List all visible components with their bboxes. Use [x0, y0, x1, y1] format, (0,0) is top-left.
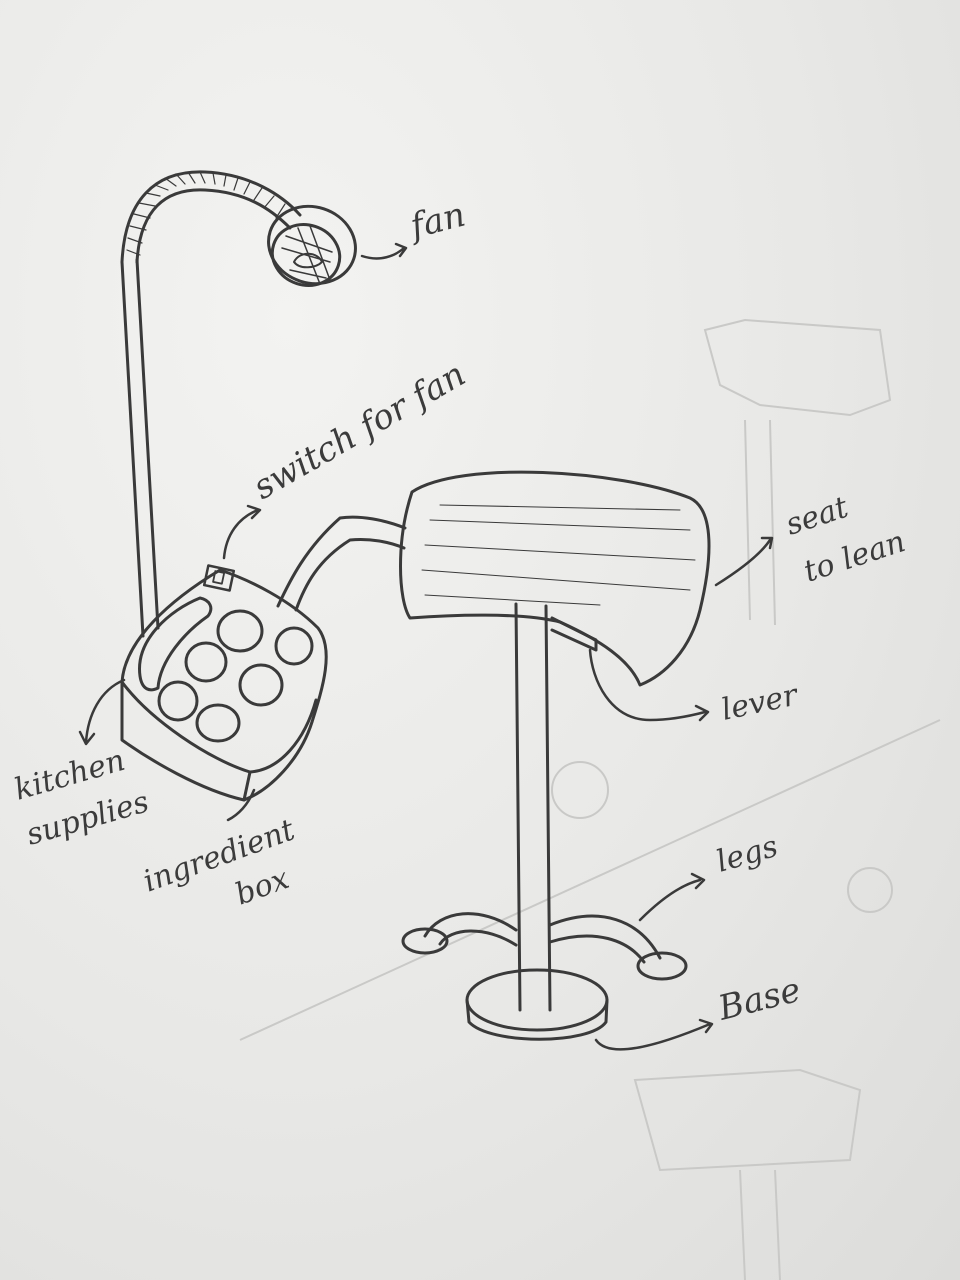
- label-legs: legs: [713, 829, 782, 880]
- box-arm: [278, 517, 405, 610]
- ingredient-box: [122, 566, 326, 800]
- label-fan: fan: [404, 195, 470, 248]
- stool: [401, 472, 710, 1039]
- back-page-ghost: [240, 320, 940, 1280]
- label-lever: lever: [718, 677, 802, 727]
- label-ingredient-box-2: box: [231, 861, 294, 912]
- fan-lamp: [122, 172, 366, 636]
- label-seat-to-lean-1: seat: [782, 490, 854, 543]
- label-switch-for-fan: switch for fan: [247, 354, 473, 507]
- label-base: Base: [714, 970, 805, 1029]
